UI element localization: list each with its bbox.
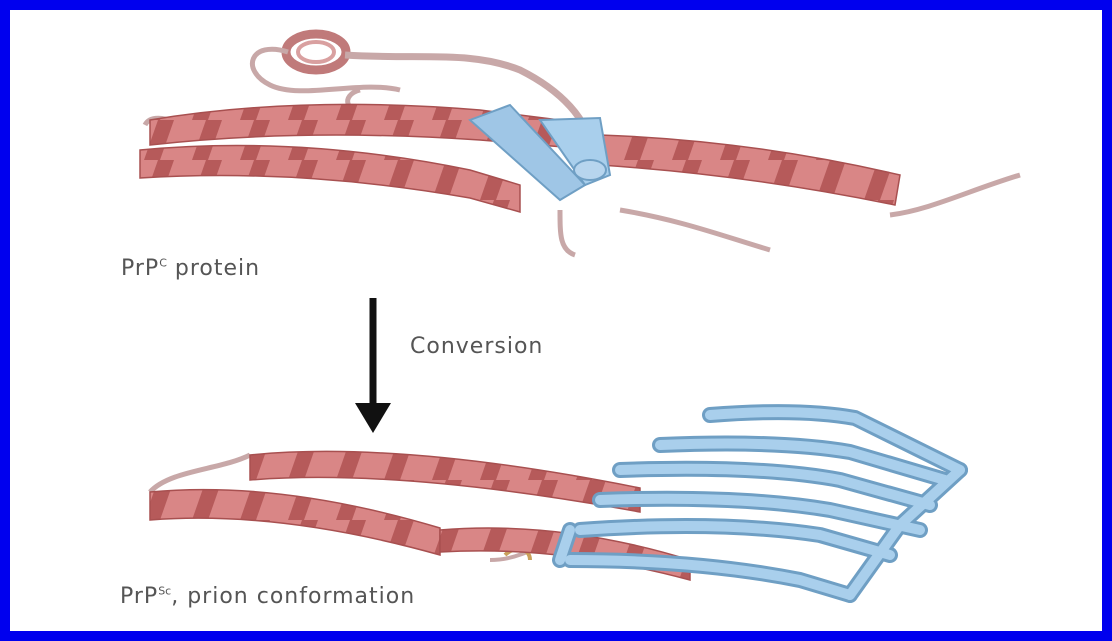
prpc-helix-3	[600, 135, 900, 205]
prpc-helix-2	[140, 146, 520, 213]
prpc-label-superscript: C	[159, 257, 167, 270]
prpc-label: PrPC protein	[121, 256, 260, 281]
conversion-arrow	[355, 298, 391, 433]
prpc-structure	[140, 34, 1020, 255]
prpsc-beta-solenoid	[560, 412, 960, 595]
prpsc-helix-2	[150, 490, 440, 555]
prpc-top-coil	[286, 34, 346, 70]
prpsc-label-superscript: Sc	[158, 585, 171, 598]
prpsc-label: PrPSc, prion conformation	[120, 584, 415, 609]
prpc-label-rest: protein	[167, 256, 260, 281]
conversion-label: Conversion	[410, 334, 543, 359]
prpsc-loop	[150, 455, 250, 492]
prpc-label-name: PrP	[121, 256, 159, 281]
prpsc-label-rest: , prion conformation	[171, 584, 415, 609]
prpsc-structure	[150, 412, 960, 595]
prpsc-label-name: PrP	[120, 584, 158, 609]
